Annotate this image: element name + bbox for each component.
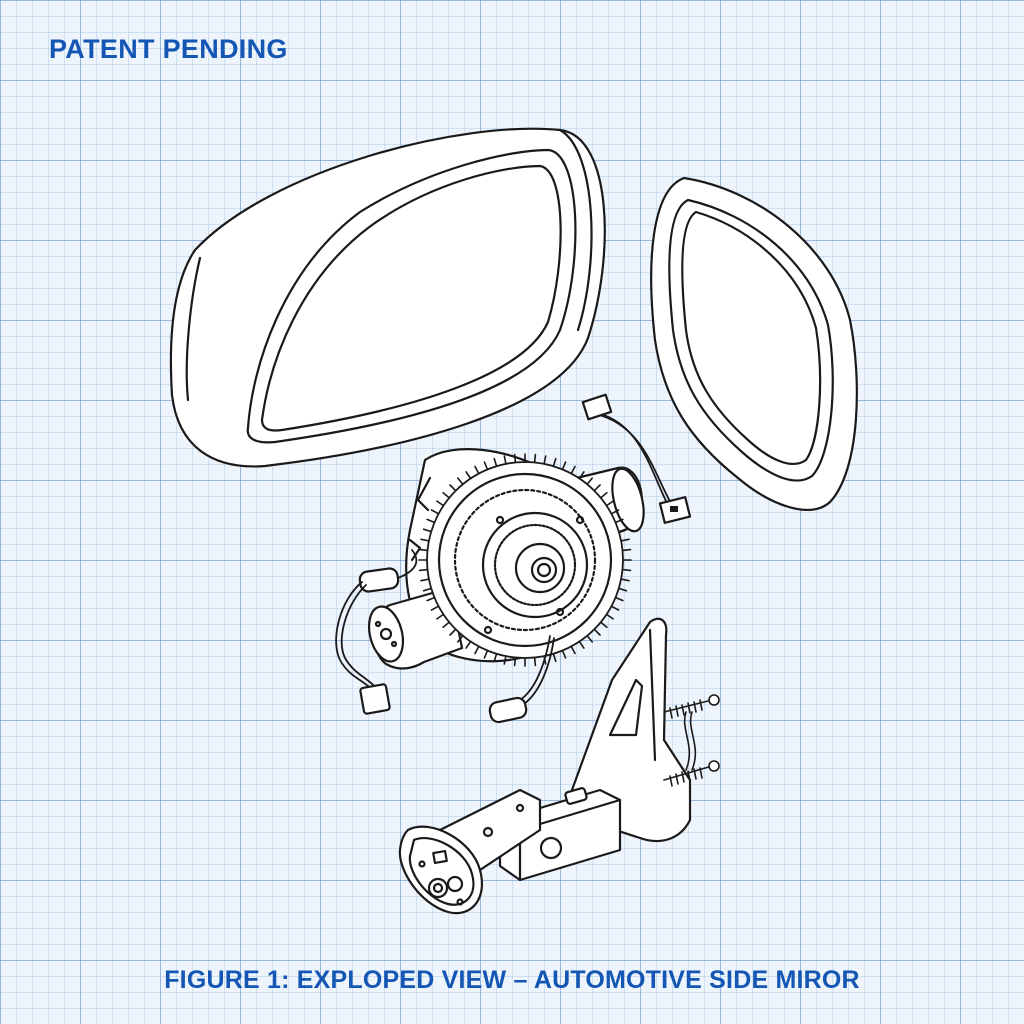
gear-tooth	[430, 605, 440, 611]
gear-tooth	[418, 568, 429, 572]
gear-tooth	[586, 477, 594, 486]
gear-tooth	[533, 656, 537, 667]
gear-tooth	[474, 465, 480, 475]
gear-tooth	[449, 628, 457, 636]
gear-tooth	[605, 613, 614, 620]
gear-tooth	[610, 509, 620, 515]
motor-gear-assembly	[367, 448, 645, 670]
mirror-housing	[169, 127, 606, 468]
gear-tooth	[418, 548, 429, 552]
figure-caption: FIGURE 1: EXPLOPED VIEW – AUTOMOTIVE SID…	[164, 966, 860, 994]
gear-tooth	[426, 596, 436, 602]
mirror-glass-frame	[650, 176, 858, 511]
gear-tooth	[503, 455, 507, 465]
gear-tooth	[420, 538, 430, 542]
gear-tooth	[621, 548, 632, 552]
gear-tooth	[513, 656, 517, 667]
gear-tooth	[442, 621, 451, 629]
gear-tooth	[599, 621, 608, 629]
gear-tooth	[442, 491, 451, 499]
gear-tooth	[420, 578, 430, 582]
gear-tooth	[436, 613, 445, 620]
gear-tooth	[570, 465, 576, 475]
gear-tooth	[456, 477, 464, 486]
gear-tooth	[474, 645, 480, 655]
gear-tooth	[426, 518, 436, 524]
gear-tooth	[561, 461, 567, 471]
gear-tooth	[465, 640, 472, 649]
gear-tooth	[620, 538, 630, 542]
gear-tooth	[493, 457, 498, 468]
upper-wire-harness	[581, 393, 692, 524]
gear-tooth	[513, 453, 517, 464]
gear-tooth	[570, 645, 576, 655]
gear-tooth	[578, 471, 585, 480]
gear-tooth	[456, 634, 464, 643]
gear-tooth	[503, 655, 507, 665]
gear-tooth	[617, 528, 628, 533]
gear-tooth	[605, 500, 614, 507]
gear-tooth	[614, 596, 624, 602]
gear-tooth	[552, 652, 557, 663]
gear-tooth	[465, 471, 472, 480]
gear-tooth	[483, 461, 489, 471]
gear-tooth	[586, 634, 594, 643]
gear-tooth	[617, 587, 628, 592]
gear-tooth	[552, 457, 557, 468]
gear-tooth	[449, 484, 457, 492]
lower-wire-harness	[488, 635, 555, 724]
gear-tooth	[533, 453, 537, 464]
gear-tooth	[599, 491, 608, 499]
gear-tooth	[620, 578, 630, 582]
gear-tooth	[422, 587, 433, 592]
gear-tooth	[593, 628, 601, 636]
gear-tooth	[436, 500, 445, 507]
gear-tooth	[578, 640, 585, 649]
gear-tooth	[610, 605, 620, 611]
gear-tooth	[483, 649, 489, 659]
gear-tooth	[493, 652, 498, 663]
gear-tooth	[593, 484, 601, 492]
left-wire-harness	[335, 549, 418, 715]
gear-tooth	[422, 528, 433, 533]
gear-tooth	[614, 518, 624, 524]
mounting-bracket	[398, 617, 720, 915]
gear-tooth	[430, 509, 440, 515]
gear-tooth	[543, 455, 547, 465]
gear-tooth	[621, 568, 632, 572]
gear-tooth	[561, 649, 567, 659]
patent-pending-stamp: PATENT PENDING	[49, 34, 288, 64]
